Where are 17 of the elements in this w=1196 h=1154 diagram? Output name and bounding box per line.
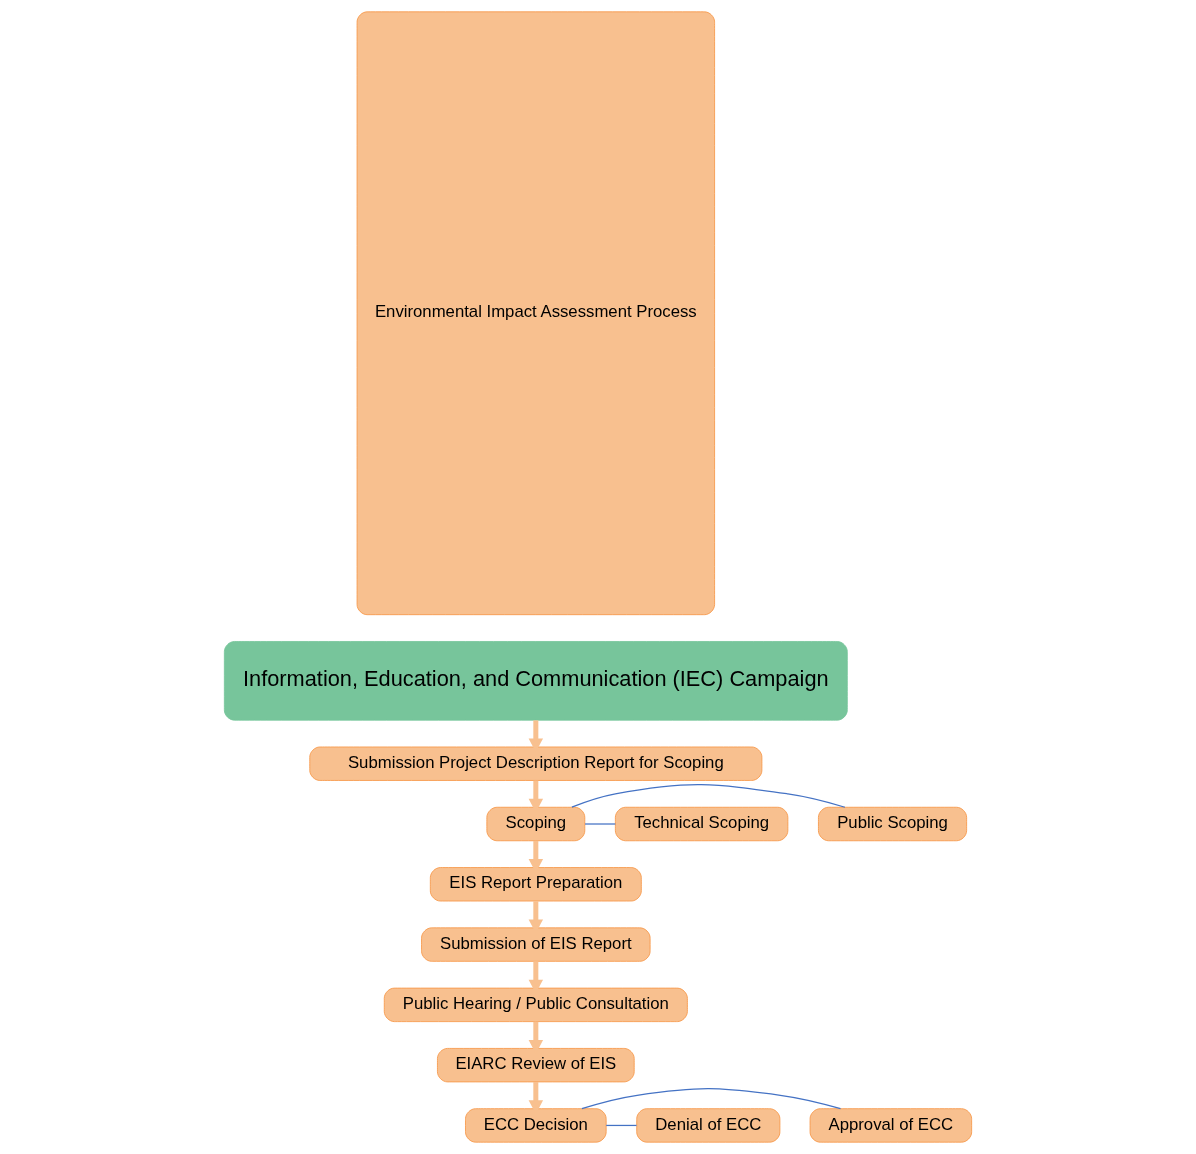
node-box: Submission of EIS Report bbox=[421, 927, 651, 962]
node-box: Scoping bbox=[486, 806, 586, 842]
node-box: Information, Education, and Communication (IEC) Campaign bbox=[223, 641, 848, 721]
node-box: ECC Decision bbox=[465, 1108, 607, 1143]
node-box: Environmental Impact Assessment Process bbox=[356, 11, 715, 616]
node-box: Public Hearing / Public Consultation bbox=[383, 987, 688, 1023]
node-box: Approval of ECC bbox=[809, 1108, 973, 1143]
node-box: Submission Project Description Report for Scoping bbox=[309, 746, 763, 781]
connector bbox=[584, 823, 616, 825]
node-box: EIS Report Preparation bbox=[429, 867, 642, 902]
node-box: Technical Scoping bbox=[614, 806, 789, 842]
connector bbox=[605, 1124, 638, 1127]
node-box: Denial of ECC bbox=[636, 1108, 781, 1143]
node-box: EIARC Review of EIS bbox=[437, 1048, 635, 1083]
connector bbox=[571, 784, 846, 808]
connector bbox=[581, 1088, 842, 1110]
node-box: Public Scoping bbox=[818, 806, 968, 842]
